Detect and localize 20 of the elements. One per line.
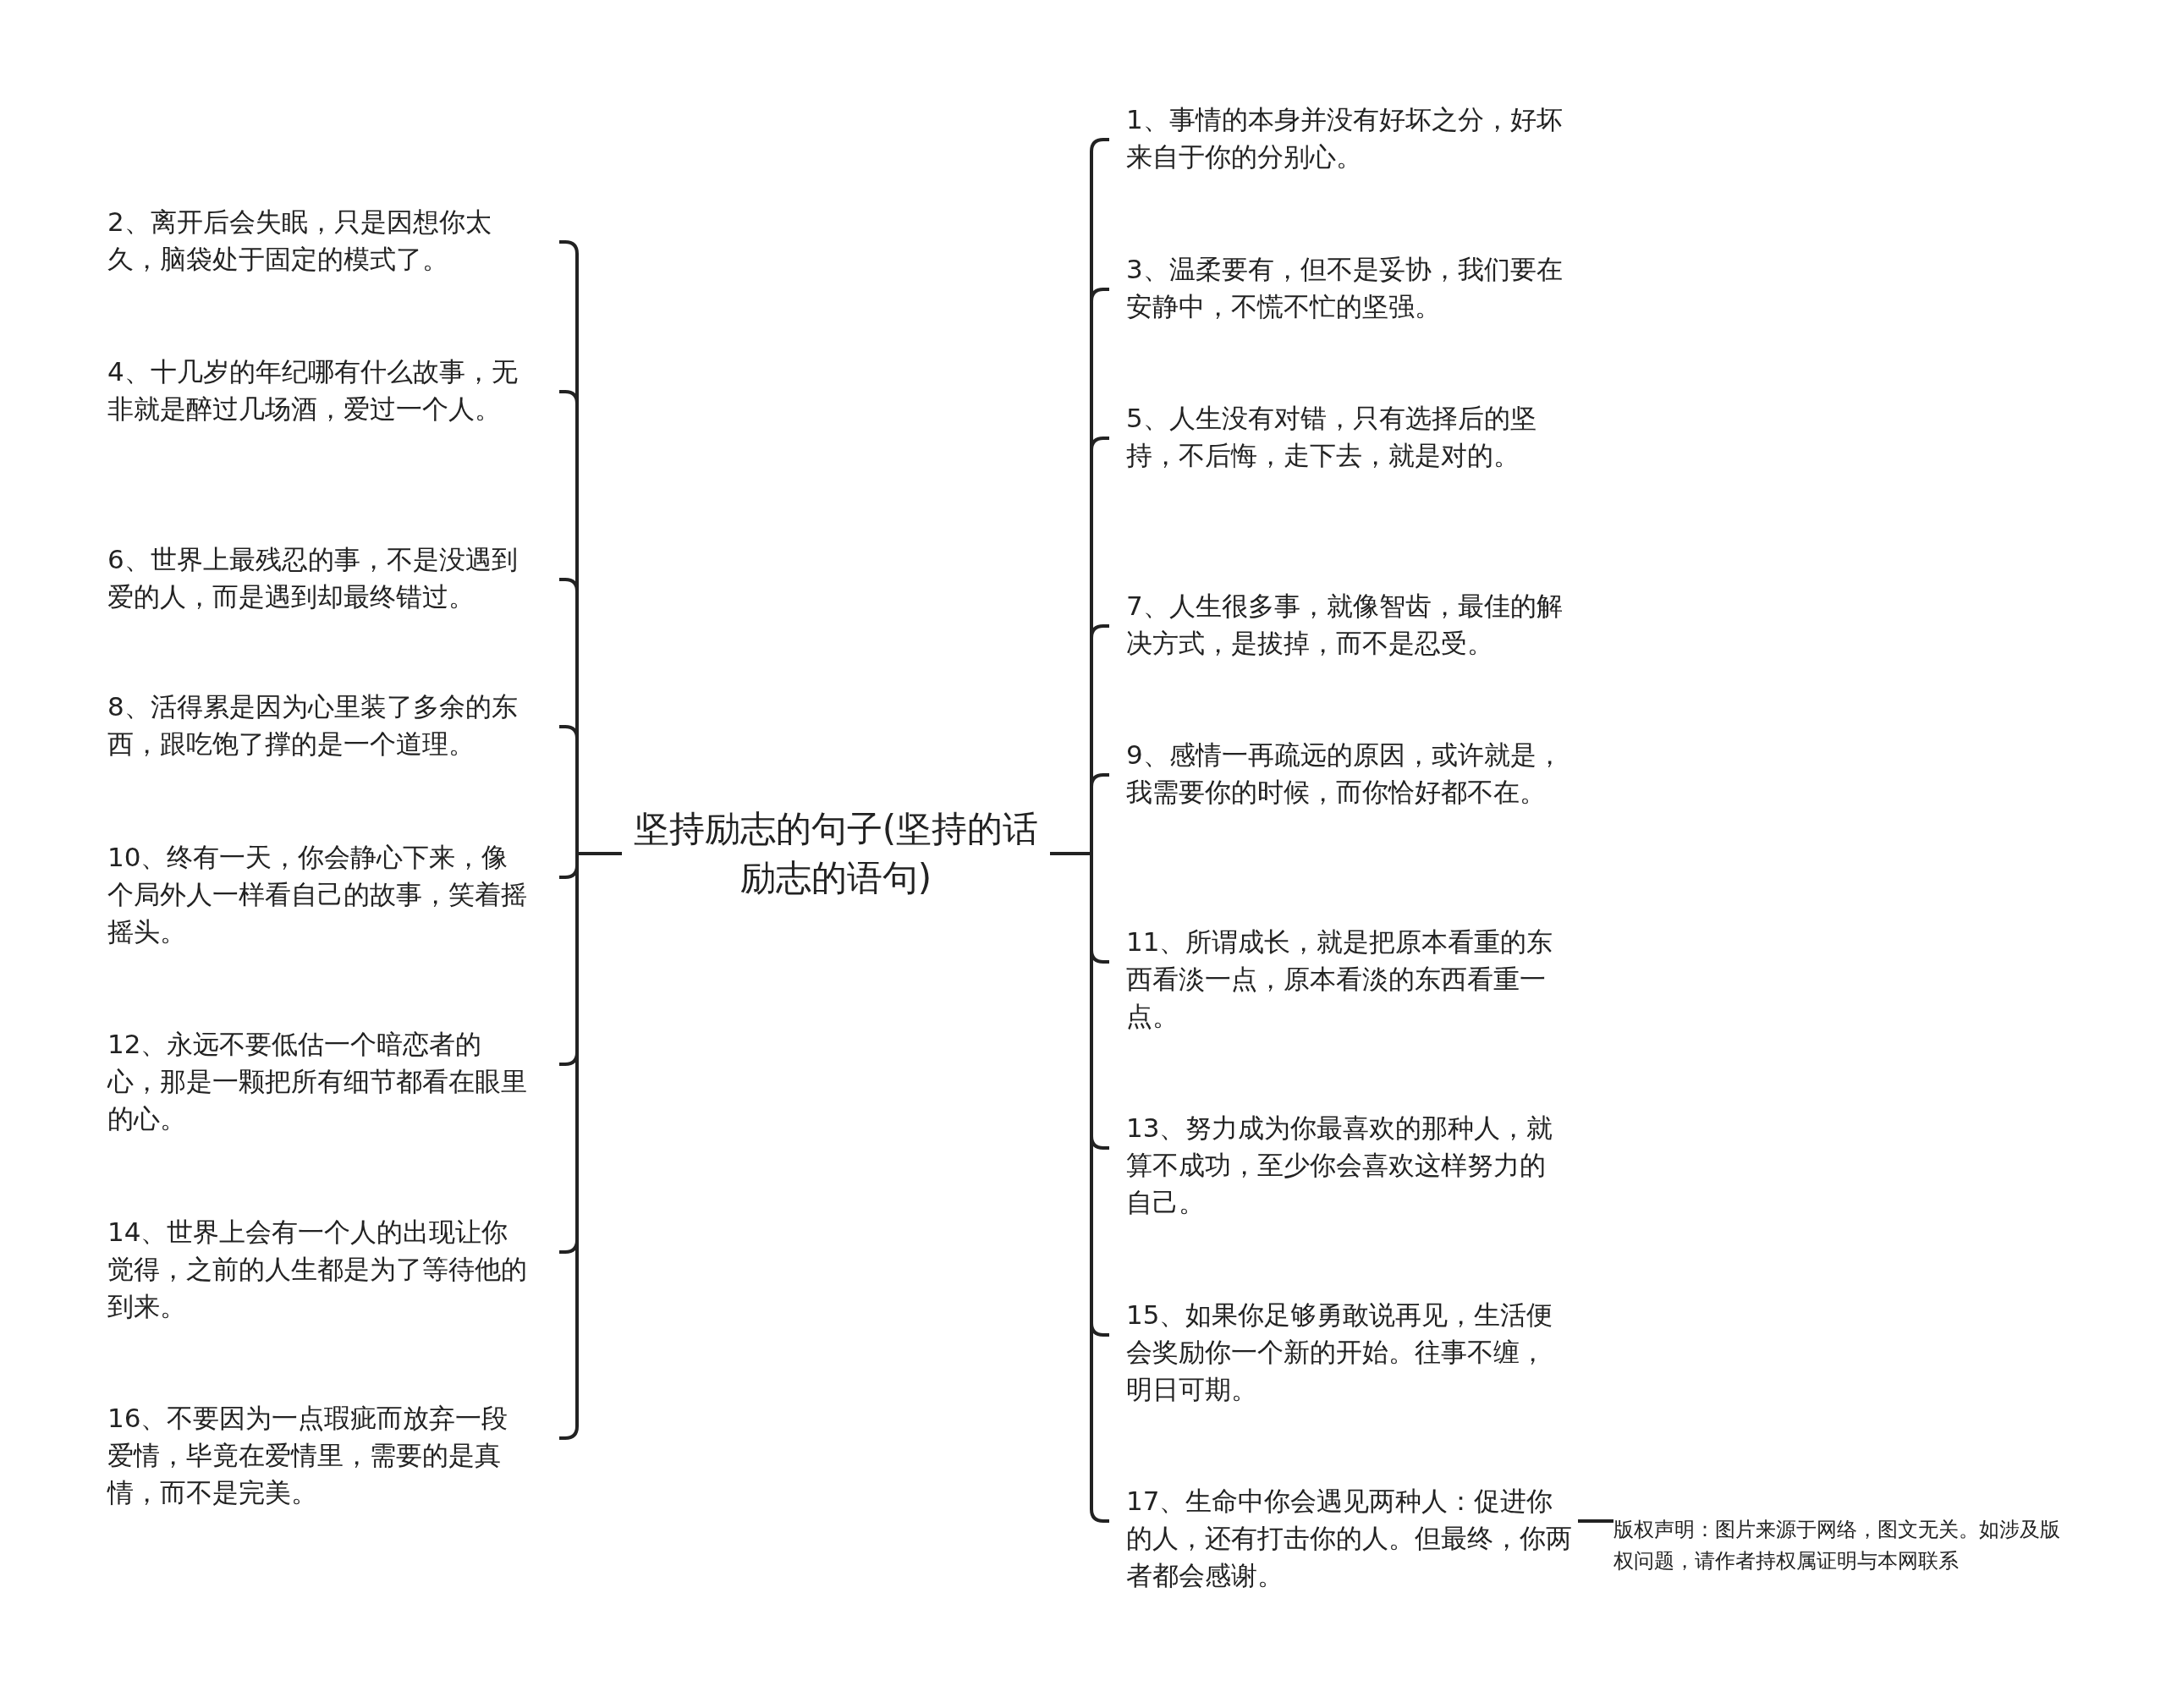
branch-text: 7、人生很多事，就像智齿，最佳的解决方式，是拔掉，而不是忍受。 [1126,590,1563,658]
branch-text: 14、世界上会有一个人的出现让你觉得，之前的人生都是为了等待他的到来。 [107,1216,527,1321]
central-topic: 坚持励志的句子(坚持的话励志的语句) [632,807,1040,900]
branch-text: 13、努力成为你最喜欢的那种人，就算不成功，至少你会喜欢这样努力的自己。 [1126,1112,1553,1217]
branch-text: 10、终有一天，你会静心下来，像个局外人一样看自己的故事，笑着摇摇头。 [107,842,527,947]
branch-text: 11、所谓成长，就是把原本看重的东西看淡一点，原本看淡的东西看重一点。 [1126,926,1553,1031]
branch-text: 15、如果你足够勇敢说再见，生活便会奖励你一个新的开始。往事不缠，明日可期。 [1126,1299,1553,1404]
connector-line [1578,1519,1614,1523]
branch-text: 8、活得累是因为心里装了多余的东西，跟吃饱了撑的是一个道理。 [107,691,518,759]
branch-text: 1、事情的本身并没有好坏之分，好坏来自于你的分别心。 [1126,104,1563,172]
branch-text: 4、十几岁的年纪哪有什么故事，无非就是醉过几场酒，爱过一个人。 [107,356,518,424]
branch-text: 16、不要因为一点瑕疵而放弃一段爱情，毕竟在爱情里，需要的是真情，而不是完美。 [107,1403,509,1508]
copyright-note: 版权声明：图片来源于网络，图文无关。如涉及版权问题，请作者持权属证明与本网联系 [1614,1518,2060,1573]
branch-text: 5、人生没有对错，只有选择后的坚持，不后悔，走下去，就是对的。 [1126,403,1537,470]
branch-text: 17、生命中你会遇见两种人：促进你的人，还有打击你的人。但最终，你两者都会感谢。 [1126,1486,1572,1590]
branch-text: 6、世界上最残忍的事，不是没遇到爱的人，而是遇到却最终错过。 [107,544,518,612]
branch-text: 12、永远不要低估一个暗恋者的心，那是一颗把所有细节都看在眼里的心。 [107,1029,527,1134]
branch-text: 3、温柔要有，但不是妥协，我们要在安静中，不慌不忙的坚强。 [1126,254,1563,321]
branch-text: 2、离开后会失眠，只是因想你太久，脑袋处于固定的模式了。 [107,206,492,274]
branch-text: 9、感情一再疏远的原因，或许就是，我需要你的时候，而你恰好都不在。 [1126,739,1563,807]
